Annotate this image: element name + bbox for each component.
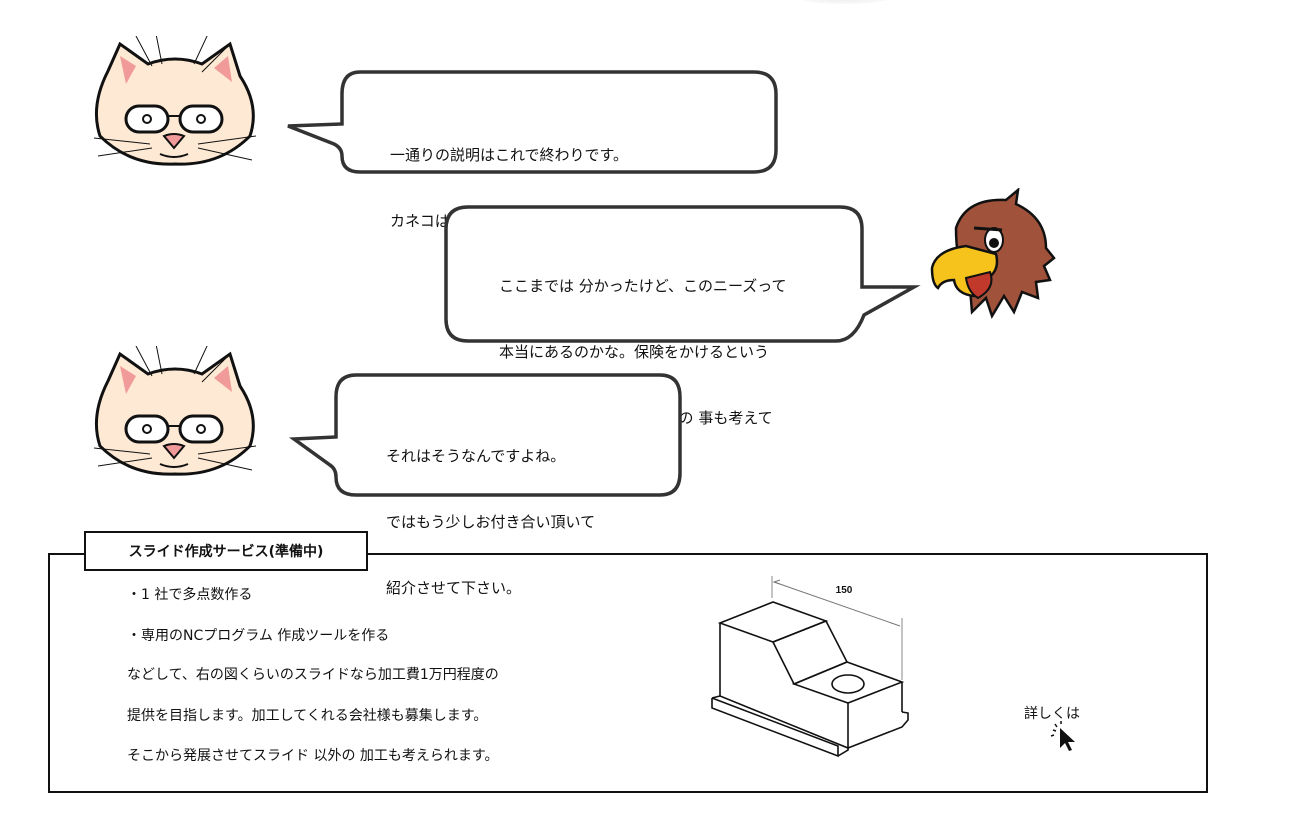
hawk-avatar xyxy=(930,188,1056,319)
speech-bubble-2 xyxy=(444,205,921,343)
slide-part-lines xyxy=(711,576,909,758)
bubble-1-line: 一通りの説明はこれで終わりです。 xyxy=(390,146,629,164)
slide-part-drawing: 150 xyxy=(711,576,909,758)
speech-bubble-3 xyxy=(288,373,682,497)
click-cursor-icon xyxy=(1050,721,1075,751)
bubble-3-line: ではもう少しお付き合い頂いて xyxy=(386,513,596,531)
dimension-label: 150 xyxy=(836,585,853,596)
cat-avatar xyxy=(93,346,257,476)
more-details-link[interactable]: 詳しくは xyxy=(1024,706,1080,722)
bubble-2-line: ここまでは 分かったけど、このニーズって xyxy=(499,277,787,295)
cat-face-icon xyxy=(93,36,257,166)
section-line: ・1 社で多点数作る xyxy=(127,587,253,603)
section-line: 提供を目指します。加工してくれる会社様も募集します。 xyxy=(127,708,488,724)
section-line: ・専用のNCプログラム 作成ツールを作る xyxy=(127,628,390,644)
section-line: そこから発展させてスライド 以外の 加工も考えられます。 xyxy=(127,748,499,764)
bubble-2-line: 本当にあるのかな。保険をかけるという xyxy=(499,343,770,361)
bubble-3-line: それはそうなんですよね。 xyxy=(386,447,566,465)
slide-service-section xyxy=(48,553,1208,793)
section-title: スライド作成サービス(準備中) xyxy=(84,531,368,571)
top-shadow xyxy=(800,0,890,4)
hawk-face-icon xyxy=(930,188,1056,319)
cat-avatar xyxy=(93,36,257,166)
speech-bubble-1 xyxy=(287,70,778,174)
cat-face-icon xyxy=(93,346,257,476)
bubble-3-line: 紹介させて下さい。 xyxy=(386,579,522,597)
section-line: などして、右の図くらいのスライドなら加工費1万円程度の xyxy=(127,667,499,683)
